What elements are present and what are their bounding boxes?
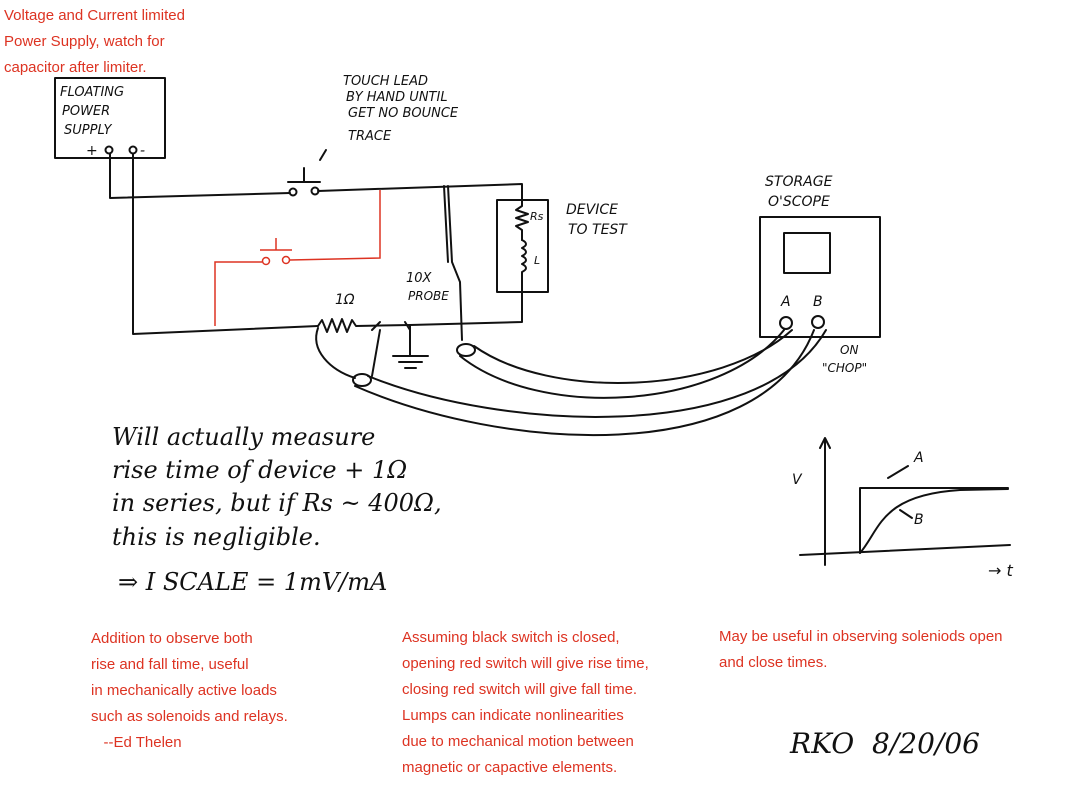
channel-b-label: B xyxy=(813,294,823,310)
note-author: --Ed Thelen xyxy=(91,734,182,751)
one-ohm-resistor xyxy=(317,291,523,333)
note-line: rise and fall time, useful xyxy=(91,656,249,673)
note-line: Power Supply, watch for xyxy=(4,33,165,50)
probe-label: PROBE xyxy=(408,289,449,303)
device-label: DEVICE xyxy=(566,202,618,218)
plus-terminal-label: + xyxy=(86,143,98,159)
note-solenoids: May be useful in observing soleniods ope… xyxy=(719,624,1003,676)
note-line: capacitor after limiter. xyxy=(4,59,147,76)
measurement-note: Will actually measure rise time of devic… xyxy=(112,423,442,596)
device-label: TO TEST xyxy=(568,222,628,238)
note-line: closing red switch will give fall time. xyxy=(402,681,638,698)
minus-terminal xyxy=(128,145,138,155)
note-line: Assuming black switch is closed, xyxy=(402,629,620,646)
wire xyxy=(109,153,291,199)
minus-terminal-label: - xyxy=(140,143,145,159)
wire-top-rail xyxy=(317,183,523,201)
note-line: opening red switch will give rise time, xyxy=(402,655,649,672)
one-ohm-label: 1Ω xyxy=(335,292,355,308)
note-line: Voltage and Current limited xyxy=(4,7,185,24)
black-switch xyxy=(287,149,327,197)
ground-symbol xyxy=(392,324,429,369)
label: POWER xyxy=(62,104,110,119)
v-axis-label: V xyxy=(792,472,803,488)
touch-lead-note: TRACE xyxy=(348,129,392,144)
scope-screen xyxy=(783,232,831,274)
note-line: and close times. xyxy=(719,654,828,671)
note-line: in series, but if Rs ~ 400Ω, xyxy=(112,489,442,517)
chop-label: ON xyxy=(840,343,858,357)
trace-b-label: B xyxy=(914,512,924,528)
chop-label: "CHOP" xyxy=(822,361,867,375)
note-line: magnetic or capactive elements. xyxy=(402,759,618,776)
device-to-test: Rs L xyxy=(496,199,549,293)
note-line: Addition to observe both xyxy=(91,630,253,647)
note-addition: Addition to observe both rise and fall t… xyxy=(91,626,288,756)
note-line: such as solenoids and relays. xyxy=(91,708,288,725)
note-line: this is negligible. xyxy=(112,523,321,551)
note-line: Lumps can indicate nonlinearities xyxy=(402,707,624,724)
channel-a-label: A xyxy=(780,294,791,310)
label: SUPPLY xyxy=(64,123,112,138)
signature: RKO 8/20/06 xyxy=(789,727,980,760)
rise-time-graph: V → t A B xyxy=(792,437,1013,580)
red-switch xyxy=(214,190,381,326)
touch-lead-note: GET NO BOUNCE xyxy=(348,106,459,121)
note-line: rise time of device + 1Ω xyxy=(112,456,407,484)
touch-lead-note: TOUCH LEAD xyxy=(343,74,428,89)
probe-cables xyxy=(315,327,827,437)
probe-tip xyxy=(443,185,463,341)
note-line: due to mechanical motion between xyxy=(402,733,634,750)
wire-bottom-rail xyxy=(132,153,319,335)
note-power-supply: Voltage and Current limited Power Supply… xyxy=(4,3,185,81)
note-line: in mechanically active loads xyxy=(91,682,277,699)
inductor-label: L xyxy=(534,254,540,267)
note-line: ⇒ I SCALE = 1mV/mA xyxy=(118,568,387,596)
scope-label: O'SCOPE xyxy=(768,194,830,210)
note-line: May be useful in observing soleniods ope… xyxy=(719,628,1003,645)
touch-lead-note: BY HAND UNTIL xyxy=(346,90,448,105)
storage-oscilloscope: A B xyxy=(759,216,881,338)
probe-label: 10X xyxy=(406,271,433,286)
trace-a xyxy=(859,487,1009,554)
plus-terminal xyxy=(104,145,114,155)
scope-label: STORAGE xyxy=(765,174,833,190)
power-supply: FLOATING POWER SUPPLY + - xyxy=(54,77,166,159)
trace-a-label: A xyxy=(913,450,924,466)
t-axis-label: → t xyxy=(988,561,1013,580)
note-line: Will actually measure xyxy=(112,423,375,451)
trace-b xyxy=(859,488,1009,554)
rs-label: Rs xyxy=(530,210,544,223)
note-switch-explanation: Assuming black switch is closed, opening… xyxy=(402,625,649,781)
label: FLOATING xyxy=(60,85,124,100)
